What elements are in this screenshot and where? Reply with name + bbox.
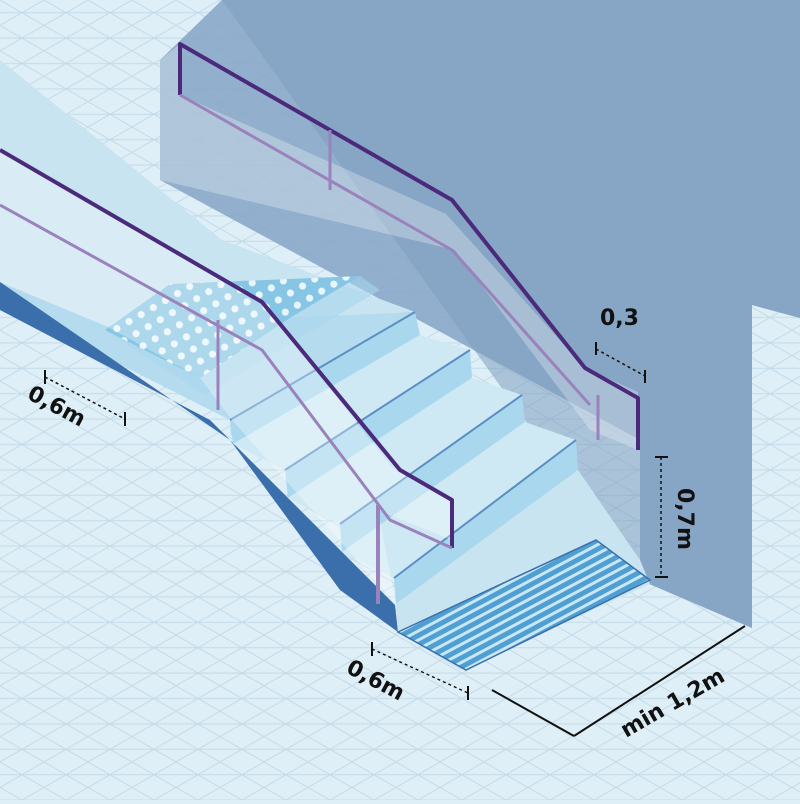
dimension-handrail-extension: 0,3 [595, 306, 646, 383]
top-tactile-warning [105, 276, 360, 378]
top-tactile-edge [105, 276, 380, 395]
wall-handrail [178, 42, 640, 450]
wall-glass-panel [160, 44, 638, 450]
step-tread [288, 378, 522, 524]
dimension-handrail-height: 0,7m [655, 456, 697, 578]
step-tread [233, 335, 470, 470]
step-riser [285, 350, 472, 498]
step-tread [342, 422, 576, 578]
stair-handrail [0, 148, 454, 604]
dimension-label-height: 0,7m [672, 488, 697, 550]
stair-shadow [0, 282, 398, 632]
bottom-tactile-guide [398, 540, 650, 670]
side-wall-shade [222, 0, 800, 628]
dimension-label-extension: 0,3 [600, 306, 639, 331]
upper-landing [0, 60, 415, 326]
step-riser [394, 440, 578, 604]
glass-balustrade [0, 150, 452, 604]
